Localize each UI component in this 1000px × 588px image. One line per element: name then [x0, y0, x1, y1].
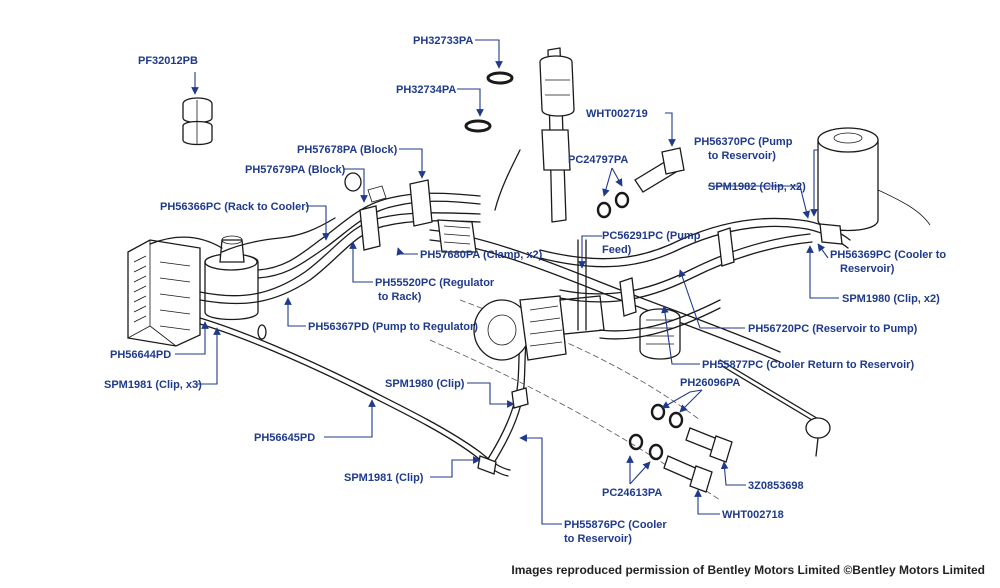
label-ph55876pc-line1: PH55876PC (Cooler	[564, 519, 667, 531]
diagram-artwork	[127, 47, 931, 501]
label-ph26096pa: PH26096PA	[680, 377, 740, 389]
label-spm1980-x2: SPM1980 (Clip, x2)	[842, 293, 940, 305]
pipe-blocks	[344, 172, 433, 251]
label-wht002718: WHT002718	[722, 509, 784, 521]
label-ph56369pc-line2: Reservoir)	[840, 263, 895, 275]
label-ph57679pa: PH57679PA (Block)	[245, 164, 346, 176]
o-rings	[464, 71, 514, 133]
steering-rack	[429, 219, 831, 501]
label-ph55876pc-line2: to Reservoir)	[564, 533, 632, 545]
return-pipe-ph56645pd	[199, 317, 511, 477]
fluid-reservoir	[817, 127, 931, 245]
label-ph56370pc-line2: to Reservoir)	[708, 150, 776, 162]
label-pc56291pc-line2: Feed)	[602, 244, 632, 256]
label-pc56291pc-line1: PC56291PC (Pump	[602, 230, 701, 242]
label-ph56720pc: PH56720PC (Reservoir to Pump)	[748, 323, 918, 335]
label-ph56370pc-line1: PH56370PC (Pump	[694, 136, 793, 148]
label-pc24797pa: PC24797PA	[568, 154, 628, 166]
label-ph55520pc-line1: PH55520PC (Regulator	[375, 277, 495, 289]
label-ph55877pc: PH55877PC (Cooler Return to Reservoir)	[702, 359, 914, 371]
steering-column	[494, 47, 575, 223]
label-ph32734pa: PH32734PA	[396, 84, 456, 96]
label-wht002719: WHT002719	[586, 108, 648, 120]
pipe-bundle-right	[539, 217, 851, 340]
label-spm1981: SPM1981 (Clip)	[344, 472, 424, 484]
label-ph56645pd: PH56645PD	[254, 432, 315, 444]
lower-washers-bolts	[628, 403, 733, 493]
part-labels: PF32012PB PH32733PA PH32734PA WHT002719 …	[104, 35, 946, 545]
label-pf32012pb: PF32012PB	[138, 55, 198, 67]
label-3z0853698: 3Z0853698	[748, 480, 804, 492]
label-ph57680pa: PH57680PA (Clamp, x2)	[420, 249, 543, 261]
power-steering-pump	[473, 295, 605, 361]
label-spm1980: SPM1980 (Clip)	[385, 378, 465, 390]
label-spm1982: SPM1982 (Clip, x2)	[708, 181, 806, 193]
leader-lines	[175, 39, 839, 525]
copyright-credit: Images reproduced permission of Bentley …	[511, 563, 985, 577]
label-ph56366pc: PH56366PC (Rack to Cooler)	[160, 201, 309, 213]
hose-ph55876pc	[477, 339, 529, 475]
label-ph32733pa: PH32733PA	[413, 35, 473, 47]
clip-pf32012pb	[182, 97, 213, 146]
label-pc24613pa: PC24613PA	[602, 487, 662, 499]
label-ph56369pc-line1: PH56369PC (Cooler to	[830, 249, 946, 261]
label-spm1981-x3: SPM1981 (Clip, x3)	[104, 379, 202, 391]
label-ph56367pd: PH56367PD (Pump to Regulator)	[308, 321, 478, 333]
label-ph56644pd: PH56644PD	[110, 349, 171, 361]
banjo-bolt-upper	[596, 147, 685, 219]
label-ph57678pa: PH57678PA (Block)	[297, 144, 398, 156]
oil-cooler	[127, 239, 201, 347]
label-ph55520pc-line2: to Rack)	[378, 291, 422, 303]
